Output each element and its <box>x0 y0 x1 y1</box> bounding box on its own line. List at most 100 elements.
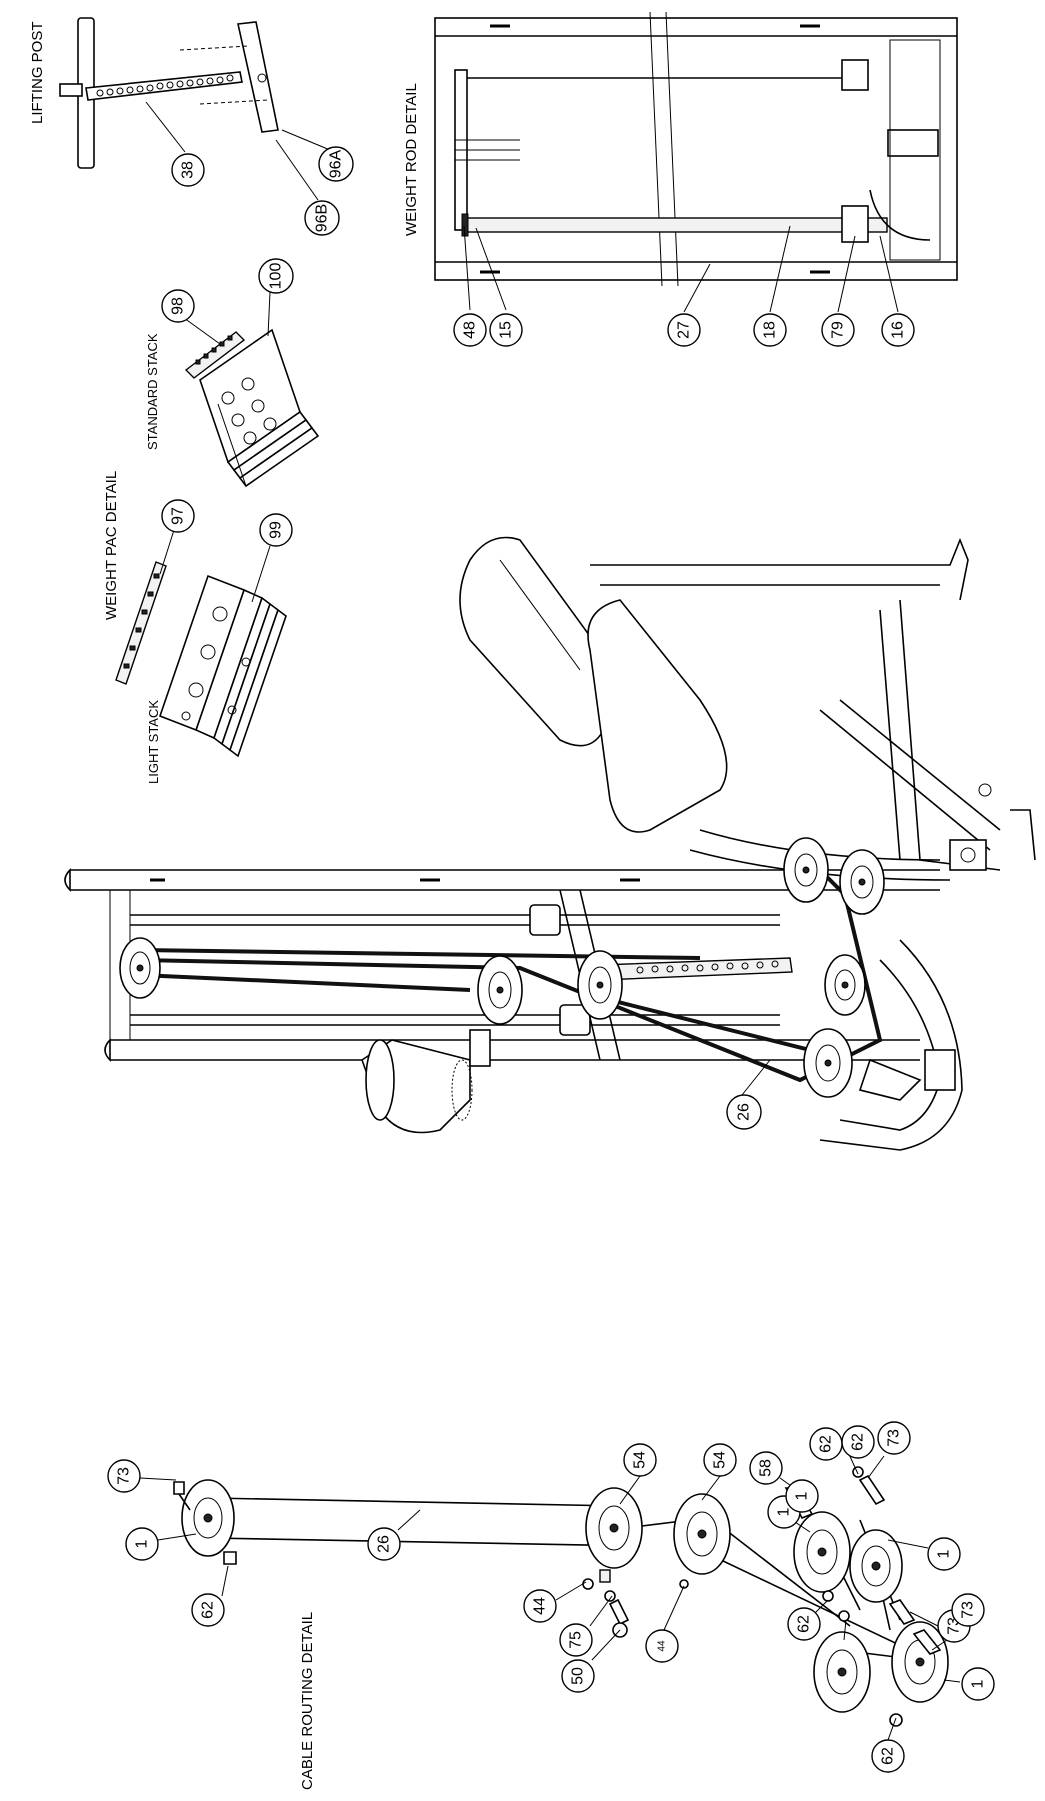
svg-text:79: 79 <box>830 321 847 339</box>
weight-rod-top-bushing <box>841 59 869 91</box>
svg-text:73: 73 <box>886 1429 903 1447</box>
callout-58: 58 <box>749 1451 783 1485</box>
lifting-post-holes <box>96 74 234 97</box>
callout-16: 16 <box>881 313 915 347</box>
callout-44-a: 44 <box>523 1589 557 1623</box>
weight-pac-title: WEIGHT PAC DETAIL <box>103 471 120 620</box>
light-stack <box>115 561 287 758</box>
machine-selector-post <box>599 957 793 981</box>
callout-1-bottom: 1 <box>961 1667 995 1701</box>
callout-26-cable: 26 <box>367 1527 401 1561</box>
weight-rod-mount <box>887 129 939 157</box>
standard-stack <box>184 328 320 488</box>
lifting-post-collar <box>59 83 83 97</box>
light-stack-label: LIGHT STACK <box>146 700 161 784</box>
svg-text:38: 38 <box>180 161 197 179</box>
callout-75: 75 <box>559 1623 593 1657</box>
callout-15: 15 <box>489 313 523 347</box>
callout-18: 18 <box>753 313 787 347</box>
svg-text:1: 1 <box>970 1679 987 1688</box>
svg-text:62: 62 <box>818 1435 835 1453</box>
svg-text:54: 54 <box>632 1451 649 1469</box>
machine-frame-bracket <box>949 839 987 871</box>
cable-routing-detail: CABLE ROUTING DETAIL <box>107 1421 995 1790</box>
callout-62-top: 62 <box>191 1593 225 1627</box>
svg-text:100: 100 <box>268 263 285 290</box>
weight-rod-title: WEIGHT ROD DETAIL <box>403 83 420 236</box>
svg-text:27: 27 <box>676 321 693 339</box>
standard-stack-label: STANDARD STACK <box>145 333 160 450</box>
svg-text:1: 1 <box>134 1539 151 1548</box>
weight-rod-detail: WEIGHT ROD DETAIL 48 15 27 18 79 16 <box>403 11 958 347</box>
weight-rod-frame <box>434 17 958 281</box>
svg-text:62: 62 <box>796 1615 813 1633</box>
callout-1-top: 1 <box>125 1527 159 1561</box>
svg-text:96B: 96B <box>314 204 331 232</box>
callout-73-top: 73 <box>107 1459 141 1493</box>
lifting-post-bar <box>85 71 243 101</box>
svg-text:26: 26 <box>736 1103 753 1121</box>
cable-routing-title: CABLE ROUTING DETAIL <box>299 1612 316 1790</box>
svg-text:1: 1 <box>936 1549 953 1558</box>
svg-text:1: 1 <box>776 1507 793 1516</box>
callout-73-bottom: 73 <box>951 1593 985 1627</box>
callout-96B: 96B <box>304 200 340 236</box>
lifting-post-title: LIFTING POST <box>29 21 46 124</box>
callout-1-upper: 1 <box>785 1479 819 1513</box>
callout-62-right: 62 <box>841 1425 875 1459</box>
weight-rod-18 <box>466 217 888 233</box>
callout-62-mid: 62 <box>787 1607 821 1641</box>
callout-73-upper: 73 <box>877 1421 911 1455</box>
callout-62-bottom: 62 <box>871 1739 905 1773</box>
svg-text:48: 48 <box>462 321 479 339</box>
svg-text:44: 44 <box>532 1597 549 1615</box>
routing-pulleys <box>181 1479 949 1713</box>
svg-text:96A: 96A <box>328 149 345 178</box>
svg-text:62: 62 <box>850 1433 867 1451</box>
callout-54-a: 54 <box>623 1443 657 1477</box>
standard-stack-selector-bar <box>184 331 246 379</box>
main-machine-view: 26 <box>64 536 1036 1151</box>
callout-1-right: 1 <box>927 1537 961 1571</box>
svg-text:62: 62 <box>880 1747 897 1765</box>
callout-54-b: 54 <box>703 1443 737 1477</box>
svg-text:73: 73 <box>116 1467 133 1485</box>
weight-pac-detail: WEIGHT PAC DETAIL STANDARD STACK LIGHT S… <box>103 258 320 784</box>
svg-text:26: 26 <box>376 1535 393 1553</box>
svg-text:16: 16 <box>890 321 907 339</box>
lifting-post-part <box>59 17 279 169</box>
callout-50: 50 <box>561 1659 595 1693</box>
svg-text:62: 62 <box>200 1601 217 1619</box>
callout-38: 38 <box>171 153 205 187</box>
callout-100: 100 <box>258 258 294 294</box>
svg-text:1: 1 <box>794 1491 811 1500</box>
svg-text:97: 97 <box>170 507 187 525</box>
svg-text:73: 73 <box>960 1601 977 1619</box>
svg-text:98: 98 <box>170 297 187 315</box>
svg-text:75: 75 <box>568 1631 585 1649</box>
callout-99: 99 <box>259 513 293 547</box>
machine-foot-bracket <box>924 1049 956 1091</box>
callout-48: 48 <box>453 313 487 347</box>
callout-62-upper: 62 <box>809 1427 843 1461</box>
svg-text:58: 58 <box>758 1459 775 1477</box>
lifting-post-detail: LIFTING POST 38 96A 96B <box>29 17 354 236</box>
svg-text:50: 50 <box>570 1667 587 1685</box>
svg-text:18: 18 <box>762 321 779 339</box>
callout-26-machine: 26 <box>726 1094 762 1130</box>
callout-79: 79 <box>821 313 855 347</box>
callout-96A: 96A <box>318 146 354 182</box>
svg-text:54: 54 <box>712 1451 729 1469</box>
machine-seat-pad <box>587 599 728 833</box>
callout-97: 97 <box>161 499 195 533</box>
callout-27: 27 <box>667 313 701 347</box>
svg-text:44: 44 <box>657 1640 668 1652</box>
svg-text:15: 15 <box>498 321 515 339</box>
machine-pulleys <box>119 837 885 1098</box>
machine-back-pad <box>459 536 611 747</box>
svg-text:99: 99 <box>268 521 285 539</box>
callout-44-b: 44 <box>645 1629 679 1663</box>
callout-98: 98 <box>161 289 195 323</box>
